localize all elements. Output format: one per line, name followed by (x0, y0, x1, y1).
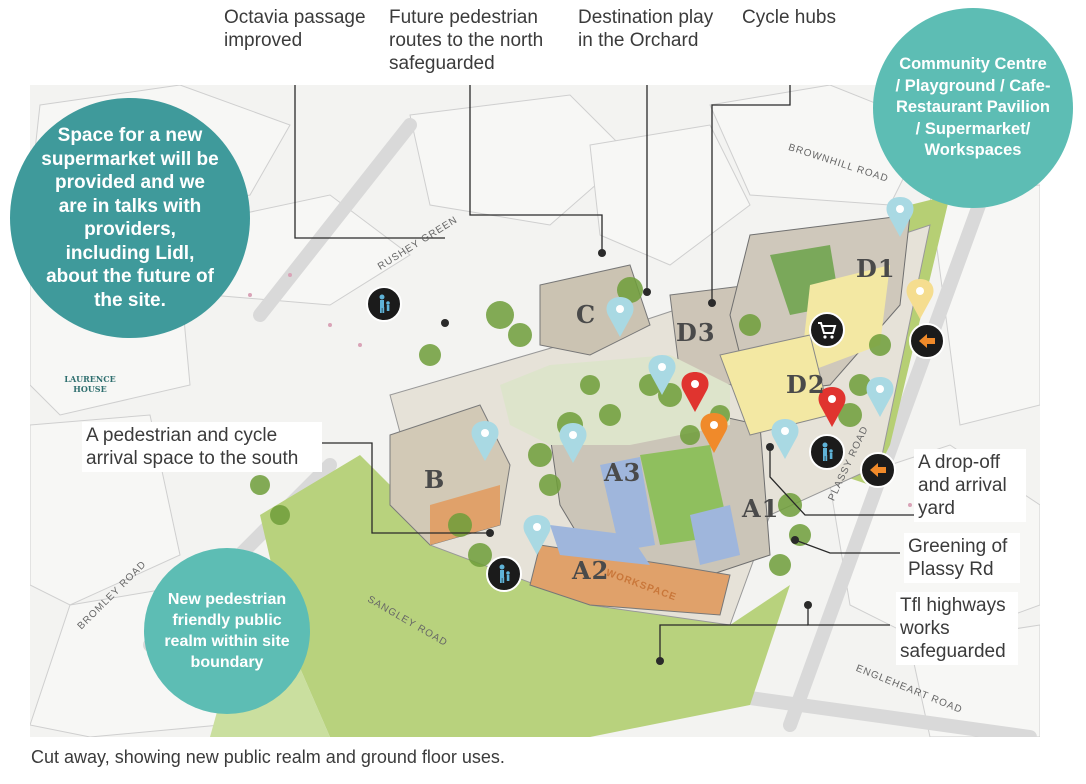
block-label-d1: D1 (856, 254, 896, 283)
public-realm-bubble: New pedestrian friendly public realm wit… (144, 548, 310, 714)
callout-destination-play: Destination play in the Orchard (578, 7, 714, 51)
block-label-d2: D2 (786, 370, 826, 399)
block-label-b: B (424, 465, 446, 494)
public-realm-bubble-text: New pedestrian friendly public realm wit… (164, 591, 290, 671)
block-label-c: C (576, 300, 597, 329)
block-label-a1: A1 (742, 494, 780, 523)
callout-cycle-hubs: Cycle hubs (742, 7, 836, 28)
callout-tfl: Tfl highways works safeguarded (896, 592, 1018, 665)
community-bubble: Community Centre / Playground / Cafe-Res… (873, 8, 1073, 208)
block-label-d3: D3 (676, 318, 716, 347)
pedestrian-icon (366, 286, 402, 322)
supermarket-bubble-text: Space for a new supermarket will be prov… (41, 125, 219, 311)
callout-greening: Greening of Plassy Rd (904, 533, 1020, 583)
laurence-house-label: LAURENCE HOUSE (64, 374, 116, 394)
arrow-left-icon (909, 323, 945, 359)
figure-caption: Cut away, showing new public realm and g… (31, 747, 505, 767)
callout-future-routes: Future pedestrian routes to the north sa… (389, 7, 544, 74)
shopping-cart-icon (809, 312, 845, 348)
pedestrian-icon (809, 434, 845, 470)
block-label-a2: A2 (572, 556, 610, 585)
callout-pedestrian-arrival: A pedestrian and cycle arrival space to … (82, 422, 322, 472)
community-bubble-text: Community Centre / Playground / Cafe-Res… (895, 55, 1051, 160)
block-label-a3: A3 (604, 458, 642, 487)
pedestrian-icon (486, 556, 522, 592)
callout-drop-off: A drop-off and arrival yard (914, 449, 1026, 522)
supermarket-bubble: Space for a new supermarket will be prov… (10, 98, 250, 338)
arrow-left-icon (860, 452, 896, 488)
site-map (30, 85, 1040, 737)
callout-octavia: Octavia passage improved (224, 7, 366, 51)
